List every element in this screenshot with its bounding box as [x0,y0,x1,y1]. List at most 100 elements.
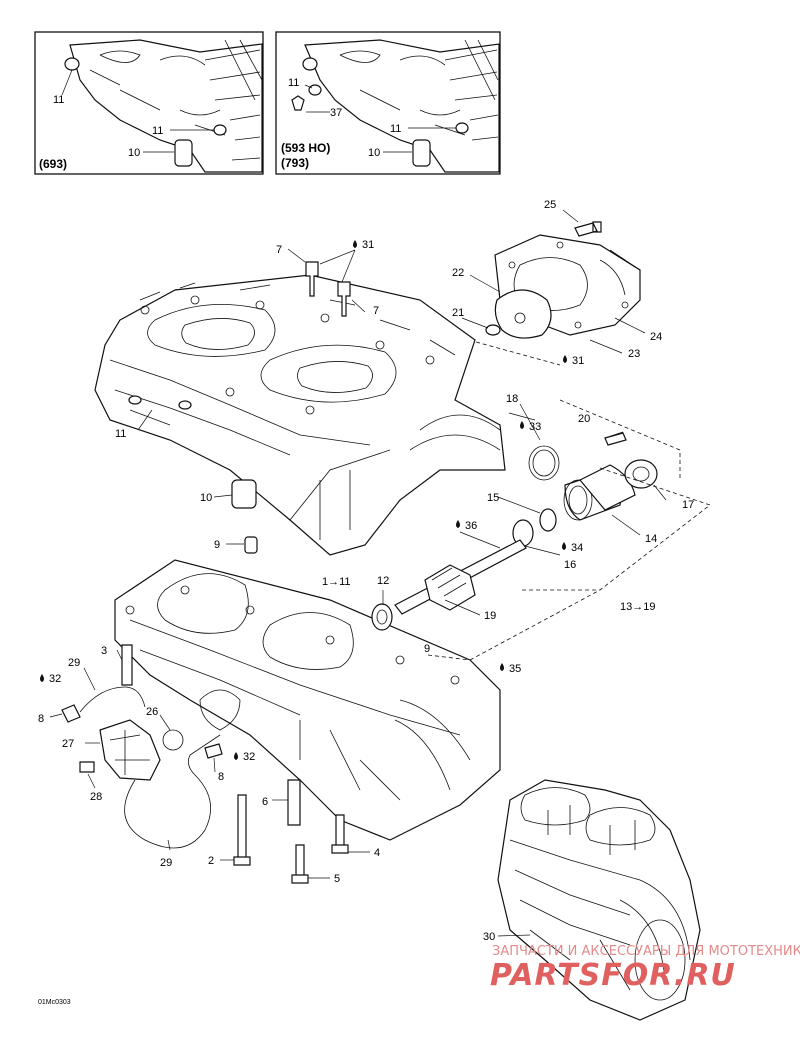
plug-11-icon [455,122,469,134]
label-15: 15 [487,492,499,504]
fitting-8-icon [61,704,81,723]
plug-11-icon [308,84,322,96]
label-5: 5 [334,873,340,885]
label-14: 14 [645,533,657,545]
fitting-8-icon [204,743,223,759]
drop-icon [520,421,524,429]
drop-icon [500,663,504,671]
plug-11-icon [128,395,142,405]
screw-28-icon [79,761,95,773]
label-13: 13→19 [620,601,655,613]
sleeve-10-icon [174,139,193,167]
label-10: 10 [200,492,212,504]
figure-code: 01Mc0303 [38,999,71,1006]
label-35: 35 [509,663,521,675]
plug-11-icon [302,57,318,71]
label-23: 23 [628,348,640,360]
label-36: 36 [465,520,477,532]
plug-11-icon [64,57,80,71]
cap-17-icon [624,459,658,489]
inset1-variant: (693) [39,157,67,171]
label-9b: 9 [424,643,430,655]
inset1-label-11b: 11 [152,125,163,137]
screw-25-icon [574,221,602,237]
inset2-variant-line1: (593 HO) [281,141,330,155]
label-4: 4 [374,847,380,859]
o-ring-26-icon [162,729,184,751]
inset-crankcase-fragment [69,39,263,173]
label-17: 17 [682,499,694,511]
bolt-4-icon [331,814,349,854]
label-18: 18 [506,393,518,405]
drop-icon [456,520,460,528]
inset2-label-10: 10 [368,147,380,159]
drop-icon [562,542,566,550]
sleeve-10-icon [231,479,257,509]
bolt-5-icon [291,844,309,884]
watermark-logo: PARTSFOR.RU [490,958,736,993]
label-31a: 31 [362,239,374,251]
inset2-label-11a: 11 [288,77,299,89]
label-1: 1→11 [322,576,351,588]
label-26: 26 [146,706,158,718]
label-8a: 8 [38,713,44,725]
ring-15-icon [539,508,557,532]
watermark-tagline: ЗАПЧАСТИ И АКСЕССУАРЫ ДЛЯ МОТОТЕХНИКИ [492,944,800,959]
oil-line-29-icon [124,734,221,849]
lower-crankcase [114,559,501,841]
label-28: 28 [90,791,102,803]
label-32a: 32 [49,673,61,685]
bolt-2-icon [233,794,251,866]
sleeve-10-icon [412,139,431,167]
plug-11-icon [213,124,227,136]
plug-11-icon [178,400,192,410]
inset-crankcase-fragment [304,39,500,173]
label-20: 20 [578,413,590,425]
oil-line-29-icon [79,686,146,713]
oil-pump-27-icon [99,719,161,781]
label-24: 24 [650,331,662,343]
bolt-3-icon [121,644,133,686]
label-31b: 31 [572,355,584,367]
screw-20-icon [604,432,627,446]
inset1-label-10: 10 [128,147,140,159]
label-3: 3 [101,645,107,657]
drop-icon [353,240,357,248]
inset2-label-11b: 11 [390,123,401,135]
label-19: 19 [484,610,496,622]
inset-693: 11 11 10 (693) [34,31,264,175]
dowel-9-icon [244,536,258,554]
fitting-37-icon [291,95,305,111]
label-11: 11 [115,428,126,440]
label-29b: 29 [160,857,172,869]
stud-6-icon [287,779,301,826]
drop-icon [234,752,238,760]
label-9a: 9 [214,539,220,551]
label-7a: 7 [276,244,282,256]
inset1-label-11a: 11 [53,94,64,106]
label-7b: 7 [373,305,379,317]
label-33: 33 [529,421,541,433]
label-2: 2 [208,855,214,867]
assembled-engine-30 [497,779,701,1021]
bearing-12-icon [371,603,393,631]
label-22: 22 [452,267,464,279]
label-8b: 8 [218,771,224,783]
label-32b: 32 [243,751,255,763]
drop-icon [40,674,44,682]
label-29a: 29 [68,657,80,669]
label-6: 6 [262,796,268,808]
label-34: 34 [571,542,583,554]
washer-21-icon [485,324,501,336]
label-27: 27 [62,738,74,750]
label-25: 25 [544,199,556,211]
label-12: 12 [377,575,389,587]
spring-18-icon [528,445,560,481]
drop-icon [563,355,567,363]
upper-crankcase [94,274,506,556]
label-30: 30 [483,931,495,943]
label-21: 21 [452,307,464,319]
inset-593ho-793: 11 37 11 10 (593 HO) (793) [275,31,501,175]
label-16: 16 [564,559,576,571]
